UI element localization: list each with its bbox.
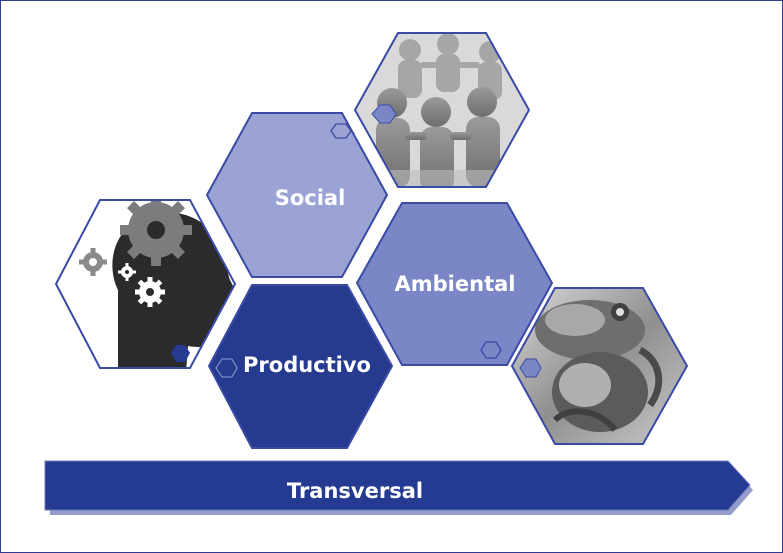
productivo-hexagon: Productivo bbox=[207, 284, 394, 449]
ambiental-hexagon: Ambiental bbox=[355, 202, 554, 366]
social-hexagon: Social bbox=[205, 112, 389, 278]
ambiental-label: Ambiental bbox=[395, 272, 516, 296]
small-hex-marker bbox=[371, 104, 397, 124]
productivo-label: Productivo bbox=[243, 353, 371, 377]
head-with-gears-icon bbox=[79, 200, 235, 368]
transversal-label: Transversal bbox=[287, 479, 423, 503]
transversal-arrow bbox=[44, 460, 753, 515]
social-label: Social bbox=[275, 186, 346, 210]
head-gears-hexagon bbox=[54, 199, 237, 369]
small-hex-marker bbox=[171, 345, 190, 362]
frog-hexagon bbox=[510, 287, 689, 445]
small-hex-marker bbox=[215, 358, 238, 378]
small-hex-marker bbox=[519, 358, 542, 378]
people-hexagon bbox=[353, 32, 531, 188]
small-hex-marker bbox=[480, 341, 502, 359]
small-hex-marker bbox=[330, 123, 352, 139]
